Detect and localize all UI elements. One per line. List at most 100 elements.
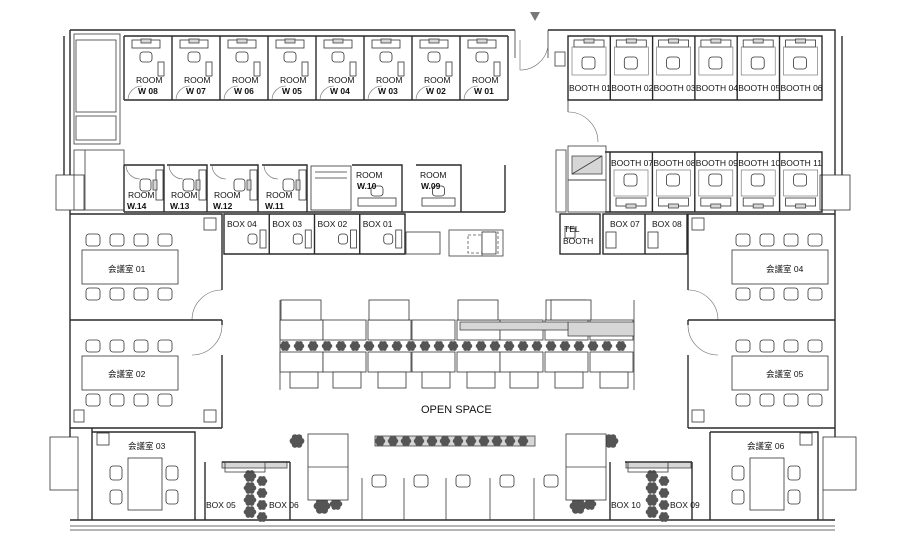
- plant-icon: [289, 434, 305, 448]
- chair: [787, 465, 801, 481]
- desk-top-return: [368, 299, 410, 321]
- room-top-label-line1: ROOM: [376, 75, 402, 85]
- leaf-core: [587, 501, 593, 507]
- outer-walls: [49, 29, 857, 531]
- chair: [807, 393, 823, 407]
- chair: [109, 233, 125, 247]
- plant-icon: [335, 341, 347, 351]
- chair: [133, 393, 149, 407]
- booth-mid-label: BOOTH 08: [653, 158, 695, 168]
- booth-mid-10: BOOTH 10: [736, 152, 781, 212]
- chair: [735, 233, 751, 247]
- monitor: [140, 38, 152, 44]
- chair: [283, 51, 297, 63]
- room-mid-label-line1: ROOM: [356, 170, 382, 180]
- room-mid-label-line2: W.12: [213, 201, 233, 211]
- booth-outline: [656, 169, 691, 197]
- leaf-core: [436, 343, 442, 349]
- chair: [735, 339, 751, 353]
- chair: [455, 474, 471, 488]
- monitor: [428, 38, 440, 44]
- chair: [109, 465, 123, 481]
- chair: [708, 173, 723, 187]
- desk: [279, 351, 324, 373]
- open-space-group: OPEN SPACE: [221, 299, 692, 522]
- chair: [783, 287, 799, 301]
- desk-top-return: [457, 299, 499, 321]
- leaf-core: [338, 343, 344, 349]
- desk: [499, 351, 544, 373]
- leaf-core: [506, 343, 512, 349]
- chair: [499, 474, 515, 488]
- plant-icon: [461, 341, 473, 351]
- door-swing: [175, 85, 191, 101]
- plant-icon: [531, 341, 543, 351]
- plant-icon: [645, 494, 659, 506]
- plant-icon: [377, 341, 389, 351]
- chair: [338, 233, 348, 245]
- box-05-label: BOX 05: [206, 500, 236, 510]
- chair: [750, 173, 765, 187]
- desk-pod: [411, 319, 456, 389]
- meeting-rooms-group: 会議室 01 会議室 02 会議室 03 会議室 04 会議室 05 会議室 0…: [70, 213, 835, 520]
- plant-icon: [491, 436, 503, 446]
- booth-mid-label: BOOTH 11: [781, 158, 823, 168]
- booth-top-label: BOOTH 02: [611, 83, 653, 93]
- desk-partition: [567, 321, 635, 337]
- door-swing: [125, 164, 141, 180]
- booth-outline: [613, 46, 649, 76]
- plant-icon: [658, 488, 670, 498]
- chair: [165, 489, 179, 505]
- monitor: [583, 38, 595, 44]
- chair: [157, 233, 173, 247]
- booth-top-3: BOOTH 03: [654, 36, 696, 100]
- plant-icon: [658, 512, 670, 522]
- leaf-core: [293, 437, 301, 445]
- leaf-core: [408, 343, 414, 349]
- leaf-core: [574, 502, 582, 510]
- leaf-core: [607, 437, 615, 445]
- chair: [85, 393, 101, 407]
- desk: [589, 351, 634, 373]
- booth-top-1: BOOTH 01: [569, 36, 611, 100]
- door-swing: [168, 164, 184, 180]
- desk: [411, 351, 456, 373]
- rooms-mid: ROOMW.14ROOMW.13ROOMW.12ROOMW.11ROOMW.10…: [124, 164, 506, 212]
- cabinet: [397, 61, 405, 77]
- plant-icon: [658, 476, 670, 486]
- shelf: [395, 229, 403, 249]
- desk-bottom-return: [289, 371, 319, 389]
- shelf: [304, 229, 312, 249]
- plant-icon: [452, 436, 464, 446]
- desk-pod: [322, 319, 367, 389]
- chair: [292, 233, 303, 245]
- phone-alcoves: [361, 474, 559, 520]
- booth-top-2: BOOTH 02: [611, 36, 654, 100]
- booth-mid-label: BOOTH 10: [738, 158, 780, 168]
- box-mid-4: BOX 04: [227, 219, 267, 249]
- chair: [133, 233, 149, 247]
- chair: [735, 287, 751, 301]
- leaf-core: [661, 478, 667, 484]
- monitor: [152, 179, 158, 191]
- leaf-core: [649, 485, 655, 491]
- booth-top-label: BOOTH 06: [781, 83, 823, 93]
- booth-mid-label: BOOTH 09: [696, 158, 738, 168]
- leaf-core: [649, 509, 655, 515]
- leaf-core: [494, 438, 500, 444]
- room-top-label-line2: W 03: [378, 86, 398, 96]
- booth-top-4: BOOTH 04: [696, 36, 738, 100]
- chair: [109, 393, 125, 407]
- booth-outline: [613, 169, 649, 197]
- leaf-core: [380, 343, 386, 349]
- chair: [759, 233, 775, 247]
- box-mid-label: BOX 02: [318, 219, 348, 229]
- monitor: [710, 203, 722, 209]
- plant-icon: [243, 506, 257, 518]
